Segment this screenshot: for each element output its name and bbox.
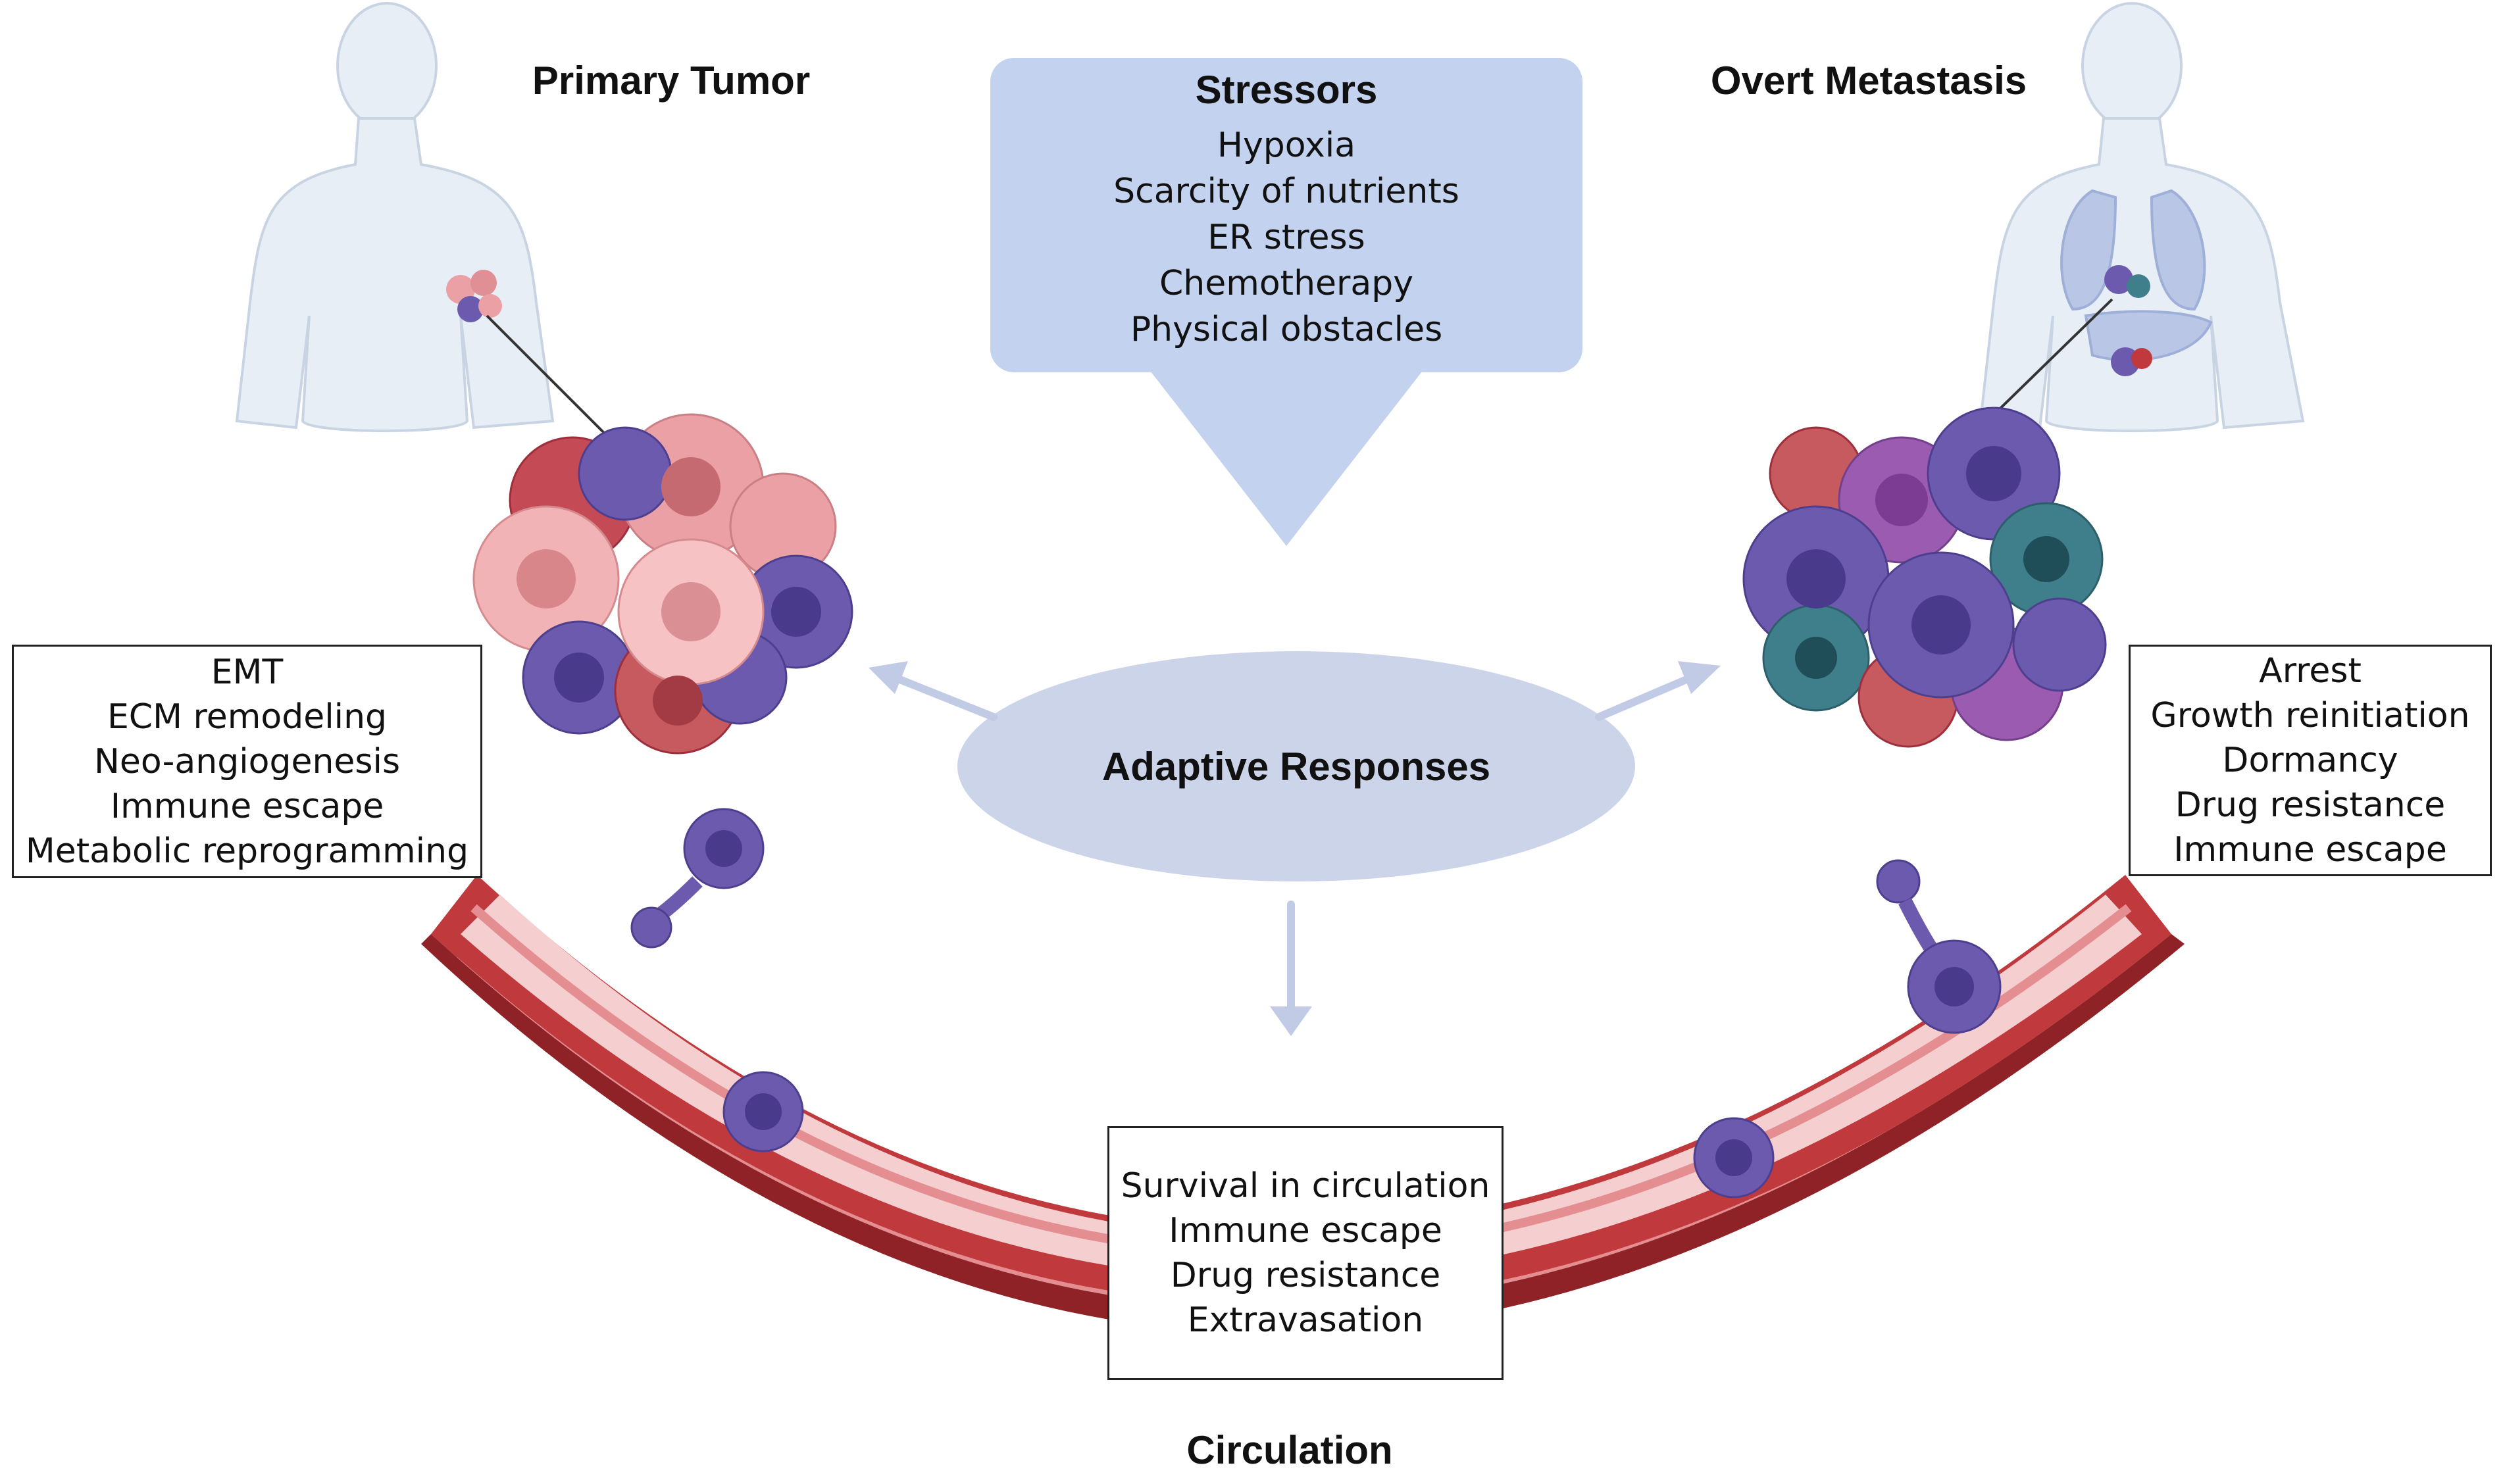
stressor-item: Chemotherapy <box>1159 264 1414 303</box>
metastasis-body-silhouette <box>1979 2 2305 432</box>
primary-tumor-title: Primary Tumor <box>532 59 811 103</box>
primary-response-item: Immune escape <box>110 786 384 826</box>
circulation-responses-box: Survival in circulation Immune escape Dr… <box>1107 1126 1504 1380</box>
stressors-callout: Stressors Hypoxia Scarcity of nutrients … <box>990 58 1582 372</box>
stressor-item: Physical obstacles <box>1130 310 1443 349</box>
circulation-response-item: Immune escape <box>1169 1211 1442 1250</box>
primary-response-item: ECM remodeling <box>107 697 388 737</box>
overt-metastasis-title: Overt Metastasis <box>1710 59 2027 103</box>
metastasis-response-item: Dormancy <box>2222 741 2398 780</box>
stressor-item: Hypoxia <box>1217 126 1356 165</box>
stressor-item: Scarcity of nutrients <box>1113 172 1459 211</box>
primary-tumor-cluster <box>472 413 853 754</box>
adaptive-ellipse <box>957 651 1635 881</box>
metastasis-response-item: Arrest <box>2259 651 2362 691</box>
primary-responses-box: EMT ECM remodeling Neo-angiogenesis Immu… <box>12 645 482 878</box>
circulation-title: Circulation <box>1186 1428 1393 1472</box>
circulation-response-item: Extravasation <box>1187 1300 1424 1340</box>
metastasis-responses-box: Arrest Growth reinitiation Dormancy Drug… <box>2129 645 2492 876</box>
adaptive-responses-label: Adaptive Responses <box>1101 744 1491 789</box>
stressor-item: ER stress <box>1207 218 1365 257</box>
metastasis-tumor-marker <box>1979 265 2152 429</box>
metastasis-response-item: Immune escape <box>2173 830 2447 870</box>
metastasis-tumor-cluster <box>1742 407 2107 748</box>
primary-response-item: Neo-angiogenesis <box>93 741 401 781</box>
circulation-response-item: Drug resistance <box>1170 1256 1441 1295</box>
metastasis-response-item: Drug resistance <box>2175 785 2446 825</box>
adaptive-arrows <box>869 661 1721 1036</box>
primary-response-item: EMT <box>211 652 284 692</box>
stressors-callout-shape <box>990 58 1582 546</box>
circulating-cells <box>630 808 2002 1199</box>
metastasis-response-item: Growth reinitiation <box>2150 696 2470 735</box>
primary-tumor-marker <box>446 270 607 435</box>
primary-response-item: Metabolic reprogramming <box>25 831 469 871</box>
stressors-title: Stressors <box>1195 68 1378 112</box>
circulation-response-item: Survival in circulation <box>1121 1166 1490 1206</box>
primary-body-silhouette <box>235 2 555 432</box>
